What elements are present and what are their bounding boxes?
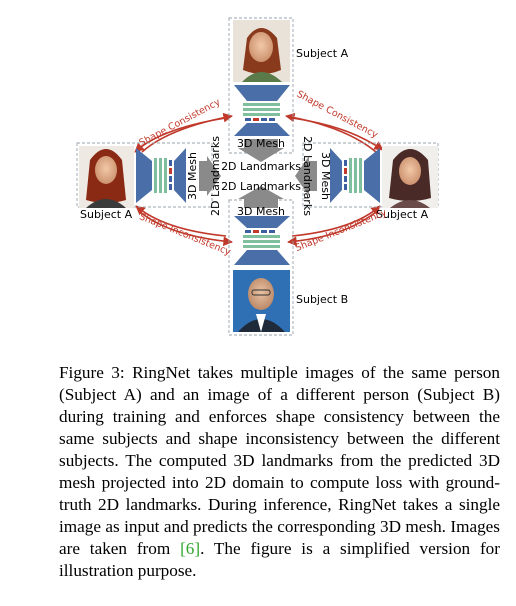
- arrow-right-top: [285, 112, 377, 153]
- photo-subject-a-left: [79, 146, 134, 208]
- label-landmarks-right: 2D Landmarks: [301, 136, 314, 216]
- label-subject-b: Subject B: [296, 293, 348, 306]
- label-mesh-left: 3D Mesh: [186, 152, 199, 200]
- arrow-left-top: [141, 112, 233, 153]
- label-subject-a-left: Subject A: [80, 208, 133, 221]
- ring-arrows: [134, 112, 384, 246]
- photo-subject-a-right: [382, 146, 438, 208]
- caption-text-end: . The figure is a simplified version for…: [59, 539, 500, 581]
- photo-subject-a-top: [233, 20, 290, 82]
- proj-arrow-top: [238, 139, 284, 162]
- label-subject-a-top: Subject A: [296, 47, 349, 60]
- label-mesh-top: 3D Mesh: [237, 137, 285, 150]
- encoder-left: [136, 148, 186, 203]
- citation-link[interactable]: [6]: [180, 539, 201, 559]
- figure-caption: Figure 3: RingNet takes multiple images …: [59, 362, 500, 582]
- encoder-right: [330, 148, 380, 203]
- label-mesh-bottom: 3D Mesh: [237, 205, 285, 218]
- arrow-left-bottom: [139, 211, 233, 246]
- caption-text: Figure 3: RingNet takes multiple images …: [59, 363, 500, 559]
- label-shape-consistency-right: Shape Consistency: [295, 89, 380, 141]
- proj-arrow-bottom: [238, 186, 284, 208]
- encoder-top: [234, 85, 290, 136]
- encoder-bottom: [234, 216, 290, 265]
- projection-arrows: [199, 139, 317, 208]
- ringnet-figure: Subject A Subject A Subject A Subject B …: [76, 17, 439, 336]
- label-mesh-right: 3D Mesh: [319, 152, 332, 200]
- arrow-bottom-right: [291, 205, 381, 237]
- proj-arrow-left: [199, 156, 221, 196]
- label-landmarks-center-bottom: 2D Landmarks: [221, 180, 301, 193]
- arrow-bottom-left: [135, 205, 227, 237]
- label-landmarks-center-top: 2D Landmarks: [221, 160, 301, 173]
- arrow-right-bottom: [287, 211, 377, 246]
- label-landmarks-left: 2D Landmarks: [209, 136, 222, 216]
- photo-subject-b: [233, 270, 290, 332]
- label-subject-a-right: Subject A: [376, 208, 429, 221]
- proj-arrow-right: [295, 156, 317, 196]
